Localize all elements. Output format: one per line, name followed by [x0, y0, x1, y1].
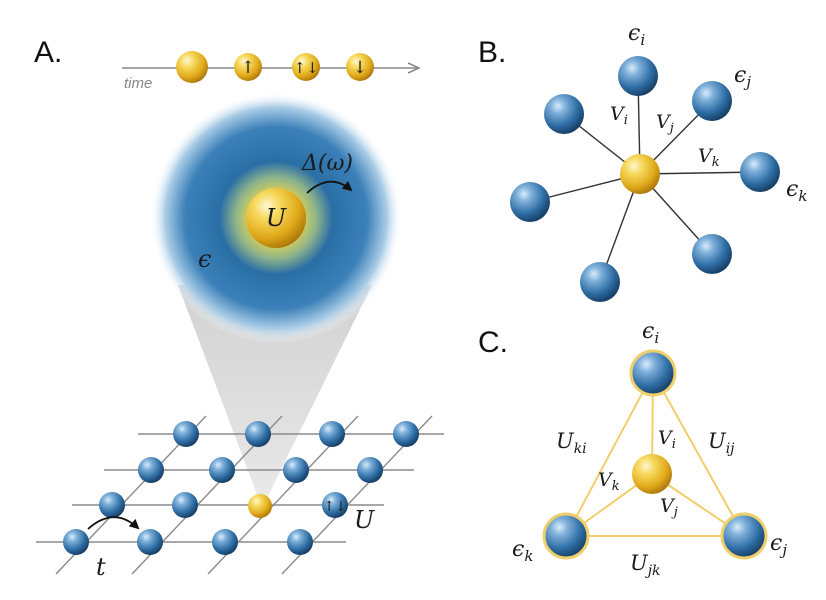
lattice-double-arrow: ↑↓ [323, 499, 346, 515]
tri-V-k: Vk [598, 469, 620, 494]
triangle-diagram: ϵi ϵk ϵj Vi Vk Vj Uki Uij Ujk [512, 319, 787, 579]
tri-V-i: Vi [658, 427, 676, 452]
corner-site-k [542, 512, 590, 560]
timeline-updown-arrow: ↑↓ [293, 59, 318, 77]
triangle-center-impurity [632, 454, 672, 494]
tri-U-ki: Uki [556, 429, 587, 457]
tri-eps-k: ϵk [512, 537, 533, 565]
bath-cloud: U Δ(ω) ϵ [150, 92, 402, 344]
bath-site [580, 262, 620, 302]
lattice-site [245, 421, 271, 447]
tri-U-ij: Uij [708, 429, 735, 457]
timeline-site-updown [292, 53, 320, 81]
panel-label-c: C. [478, 326, 508, 359]
lattice-site [393, 421, 419, 447]
lattice-site [209, 457, 235, 483]
hopping-label: t [96, 553, 106, 581]
lattice-site [172, 492, 198, 518]
lattice-U-label: U [354, 506, 375, 534]
tri-eps-j: ϵj [770, 531, 787, 559]
lattice-site [63, 529, 89, 555]
bath-site [544, 94, 584, 134]
timeline-up-arrow: ↑ [241, 58, 255, 78]
impurity-U-label: U [266, 204, 287, 232]
lattice-impurity-site [248, 494, 272, 518]
lattice-site [283, 457, 309, 483]
impurity-site [246, 188, 306, 248]
hopping-arrow [87, 516, 140, 530]
lattice-site [173, 421, 199, 447]
star-V-i: Vi [610, 103, 628, 128]
panel-label-b: B. [478, 36, 506, 69]
corner-site-j [720, 512, 768, 560]
lattice: ↑↓ U t [36, 415, 444, 581]
timeline-down-arrow: ↓ [353, 58, 367, 78]
panel-label-a: A. [34, 36, 62, 69]
bath-energy-label: ϵ [198, 245, 211, 273]
lattice-site [212, 529, 238, 555]
timeline: time ↑ ↑↓ ↓ [122, 51, 418, 92]
lattice-site [99, 492, 125, 518]
lattice-site [137, 529, 163, 555]
timeline-site-empty [176, 51, 208, 83]
lattice-site-double [322, 492, 348, 518]
tri-eps-i: ϵi [642, 319, 659, 347]
lattice-site [287, 529, 313, 555]
star-eps-k: ϵk [786, 177, 807, 205]
projection-cone [178, 285, 372, 508]
bath-site [692, 234, 732, 274]
bath-site-k [740, 152, 780, 192]
corner-site-i [629, 349, 677, 397]
tri-V-j: Vj [660, 495, 678, 520]
timeline-site-down [346, 53, 374, 81]
star-eps-j: ϵj [734, 63, 751, 91]
lattice-site [357, 457, 383, 483]
bath-site-i [618, 56, 658, 96]
lattice-site [319, 421, 345, 447]
bath-site [510, 182, 550, 222]
impurity-center [620, 154, 660, 194]
star-eps-i: ϵi [628, 21, 645, 49]
tri-U-jk: Ujk [630, 551, 661, 579]
star-diagram: ϵi ϵj ϵk Vi Vj Vk [510, 21, 807, 302]
hybridization-arrow [306, 180, 353, 194]
star-V-k: Vk [698, 145, 720, 170]
timeline-site-up [234, 53, 262, 81]
timeline-label: time [124, 75, 152, 92]
hybridization-label: Δ(ω) [301, 151, 353, 176]
star-V-j: Vj [656, 111, 674, 136]
lattice-site [138, 457, 164, 483]
bath-site-j [692, 81, 732, 121]
